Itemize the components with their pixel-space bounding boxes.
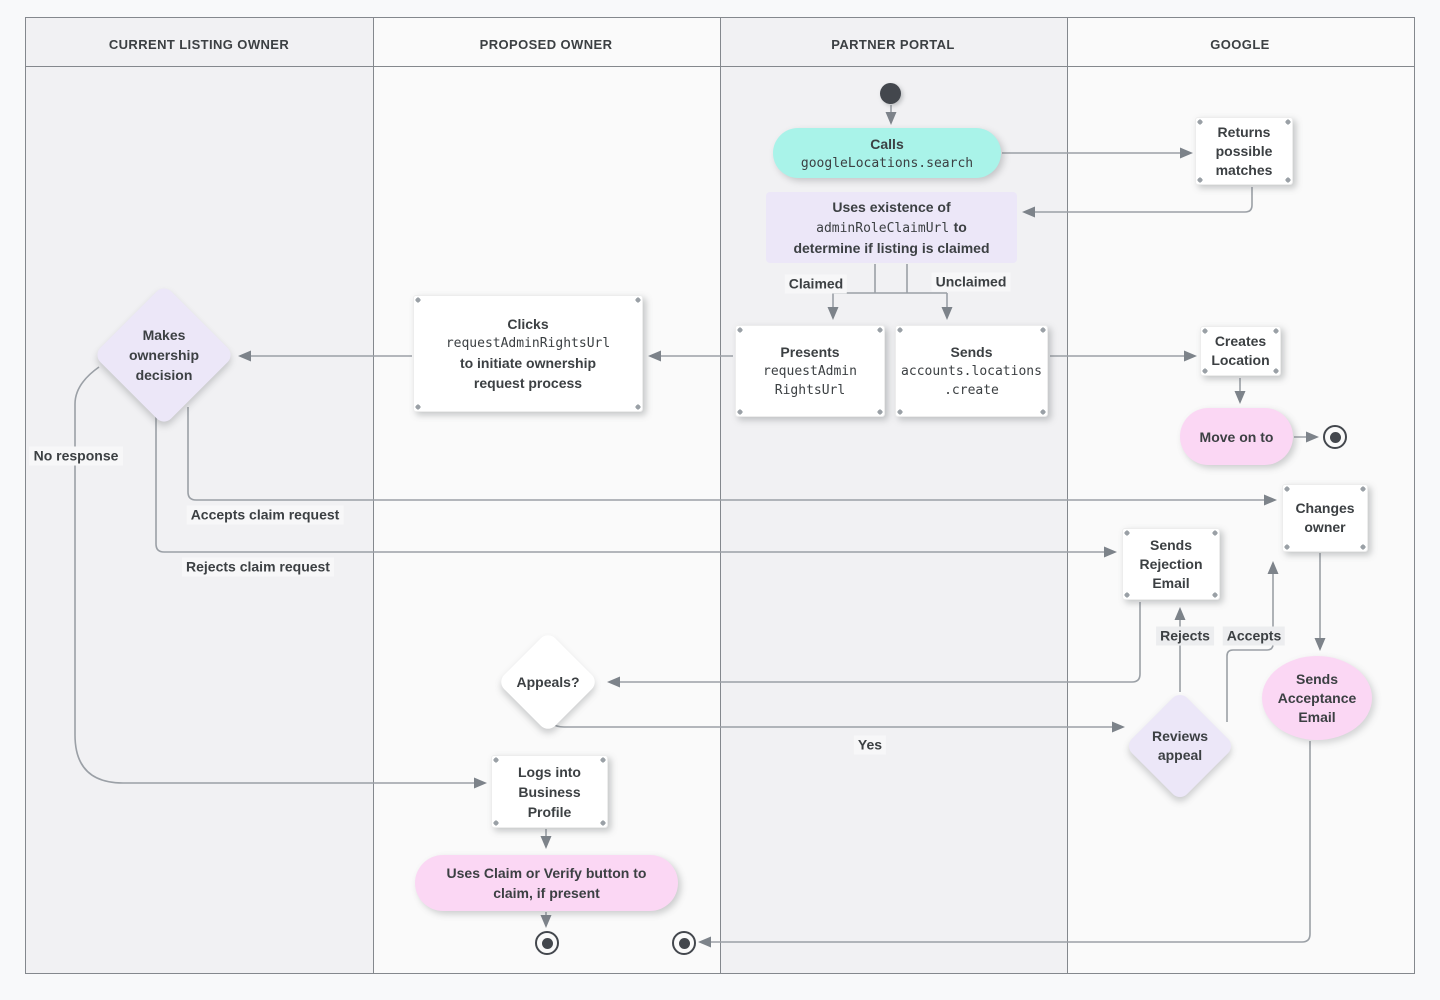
lane-header-google: GOOGLE <box>1210 37 1270 52</box>
node-clicks-line3: request process <box>473 375 583 391</box>
node-sends-create-title: Sends <box>950 344 993 360</box>
lane-divider <box>1067 17 1068 973</box>
node-presents-code2: RightsUrl <box>774 383 846 398</box>
node-sends-rejection: Sends Rejection Email <box>1122 528 1220 600</box>
uses-existence-line1: Uses existence of <box>832 199 951 215</box>
node-uses-existence: Uses existence of adminRoleClaimUrl to d… <box>766 192 1017 263</box>
end-node <box>1323 425 1347 449</box>
edge-no-response <box>74 366 487 789</box>
uses-existence-line2: adminRoleClaimUrl to <box>816 217 967 238</box>
node-logs-into-label: Logs into Business Profile <box>518 763 581 820</box>
node-makes-decision: Makes ownership decision <box>93 284 235 426</box>
uses-existence-code: adminRoleClaimUrl <box>816 221 950 236</box>
lane-divider <box>720 17 721 973</box>
label-unclaimed: Unclaimed <box>931 272 1011 292</box>
node-changes-owner: Changes owner <box>1282 484 1368 552</box>
node-clicks: Clicks requestAdminRightsUrl to initiate… <box>413 295 643 412</box>
lane-divider <box>373 17 374 973</box>
label-accepts-claim-request: Accepts claim request <box>186 505 344 525</box>
end-node <box>672 931 696 955</box>
node-makes-decision-label: Makes ownership decision <box>128 327 199 383</box>
node-reviews-appeal-label: Reviews appeal <box>1151 728 1209 763</box>
edge-acceptance-to-end <box>698 741 1311 948</box>
node-creates-location-label: Creates Location <box>1211 333 1270 368</box>
node-presents-title: Presents <box>780 344 840 360</box>
label-rejects: Rejects <box>1156 626 1214 646</box>
uses-existence-line3: determine if listing is claimed <box>793 240 990 256</box>
node-returns-matches: Returns possible matches <box>1195 117 1293 185</box>
edge-yes <box>550 721 1125 733</box>
node-logs-into: Logs into Business Profile <box>491 755 608 828</box>
uses-existence-line2-rest: to <box>953 219 967 235</box>
header-divider <box>25 66 1414 67</box>
edge-accepts-claim <box>187 407 1277 506</box>
label-yes: Yes <box>853 735 887 755</box>
node-sends-create-code1: accounts.locations <box>901 364 1042 379</box>
node-clicks-line2: to initiate ownership <box>459 355 597 371</box>
node-sends-acceptance: Sends Acceptance Email <box>1262 656 1372 740</box>
start-node <box>880 83 901 104</box>
node-sends-acceptance-label: Sends Acceptance Email <box>1277 670 1357 725</box>
node-appeals-label: Appeals? <box>516 674 580 690</box>
node-clicks-code: requestAdminRightsUrl <box>445 336 611 351</box>
node-calls-title: Calls <box>870 135 904 152</box>
node-calls-code: googleLocations.search <box>800 155 974 171</box>
node-changes-owner-label: Changes owner <box>1295 500 1355 535</box>
lane-header-partner-portal: PARTNER PORTAL <box>831 37 955 52</box>
node-sends-create-code2: .create <box>944 383 999 398</box>
label-accepts: Accepts <box>1222 626 1286 646</box>
edge-uses-branch <box>833 264 947 294</box>
node-creates-location: Creates Location <box>1200 326 1281 376</box>
node-appeals: Appeals? <box>496 630 600 734</box>
lane-current-listing-owner <box>25 17 373 973</box>
end-node <box>535 931 559 955</box>
node-presents: Presents requestAdmin RightsUrl <box>735 325 885 417</box>
lane-header-proposed-owner: PROPOSED OWNER <box>479 37 613 52</box>
label-rejects-claim-request: Rejects claim request <box>182 557 334 577</box>
lane-header-current-listing-owner: CURRENT LISTING OWNER <box>108 37 290 52</box>
node-calls: Calls googleLocations.search <box>773 128 1001 178</box>
node-clicks-title: Clicks <box>507 316 549 332</box>
edge-returns-to-uses <box>1022 187 1253 218</box>
label-claimed: Claimed <box>784 274 848 294</box>
node-sends-rejection-label: Sends Rejection Email <box>1139 536 1203 591</box>
node-reviews-appeal: Reviews appeal <box>1124 690 1236 802</box>
node-uses-claim-label: Uses Claim or Verify button to claim, if… <box>446 865 647 901</box>
node-move-on: Move on to <box>1180 408 1293 465</box>
node-uses-claim: Uses Claim or Verify button to claim, if… <box>415 855 678 911</box>
node-returns-matches-label: Returns possible matches <box>1215 123 1273 178</box>
node-sends-create: Sends accounts.locations .create <box>895 325 1048 417</box>
node-move-on-label: Move on to <box>1199 428 1274 445</box>
edge-rejection-to-appeals <box>607 602 1141 688</box>
node-presents-code1: requestAdmin <box>763 364 857 379</box>
edge-accepts-up <box>1226 561 1279 722</box>
label-no-response: No response <box>29 446 123 466</box>
edge-rejects-claim <box>155 398 1117 558</box>
